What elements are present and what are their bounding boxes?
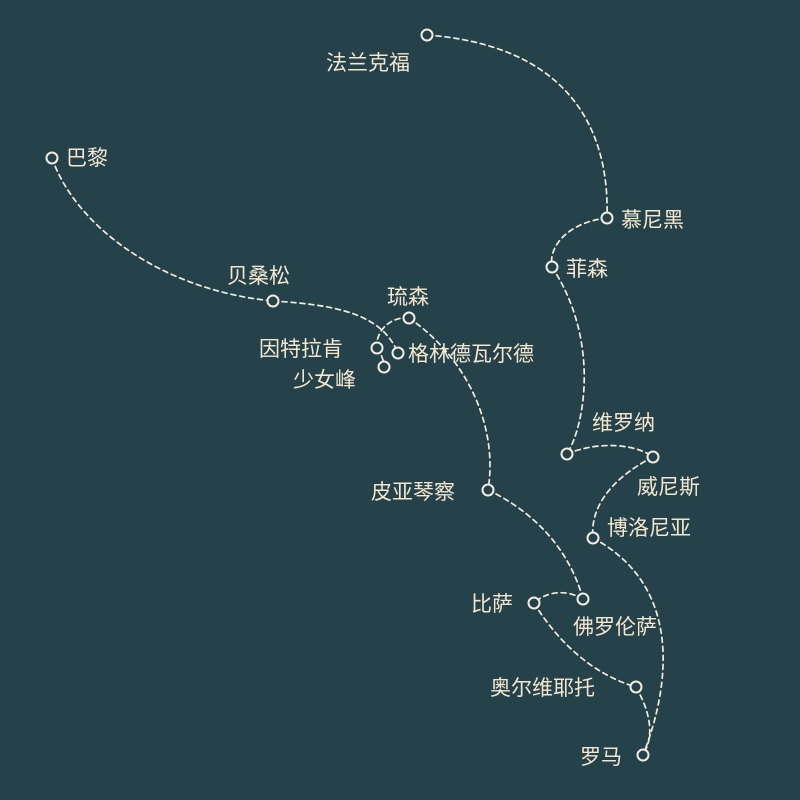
route-florence-pisa (533, 591, 584, 604)
label-rome: 罗马 (580, 745, 622, 769)
label-munich: 慕尼黑 (621, 208, 684, 232)
route-bologna-rome (592, 537, 664, 756)
route-pisa-orvieto (533, 602, 637, 688)
route-lucerne-piacenza (408, 317, 491, 491)
route-labels: 法兰克福 巴黎 慕尼黑 菲森 贝桑松 琉森 因特拉肯 格林德瓦尔德 少女峰 维罗… (66, 51, 700, 769)
route-fussen-verona (551, 266, 585, 455)
stop-marker-besancon[interactable] (266, 294, 280, 308)
label-interlaken: 因特拉肯 (259, 337, 343, 361)
stop-marker-florence[interactable] (576, 592, 590, 606)
route-frankfurt-munich (426, 34, 608, 219)
label-besancon: 贝桑松 (227, 264, 290, 288)
route-munich-fussen (550, 217, 608, 268)
stop-marker-pisa[interactable] (527, 596, 541, 610)
label-verona: 维罗纳 (592, 411, 655, 435)
label-pisa: 比萨 (471, 592, 513, 616)
label-frankfurt: 法兰克福 (326, 51, 410, 75)
route-venice-bologna (591, 456, 654, 539)
route-stops (45, 28, 660, 762)
route-verona-venice (566, 444, 654, 458)
route-paris-besancon (51, 157, 274, 302)
label-grindelwald: 格林德瓦尔德 (408, 342, 534, 366)
label-lucerne: 琉森 (387, 285, 429, 309)
label-piacenza: 皮亚琴察 (371, 480, 455, 504)
label-bologna: 博洛尼亚 (607, 516, 691, 540)
stop-marker-piacenza[interactable] (481, 483, 495, 497)
stop-marker-bologna[interactable] (586, 531, 600, 545)
label-florence: 佛罗伦萨 (573, 615, 657, 639)
stop-marker-paris[interactable] (45, 151, 59, 165)
label-jungfrau: 少女峰 (293, 368, 356, 392)
stop-marker-interlaken[interactable] (370, 341, 384, 355)
route-piacenza-florence (487, 489, 584, 600)
stop-marker-munich[interactable] (600, 211, 614, 225)
stop-marker-venice[interactable] (646, 450, 660, 464)
label-fussen: 菲森 (566, 257, 608, 281)
label-orvieto: 奥尔维耶托 (490, 676, 595, 700)
stop-marker-orvieto[interactable] (629, 680, 643, 694)
label-paris: 巴黎 (66, 146, 108, 170)
stop-marker-lucerne[interactable] (402, 311, 416, 325)
stop-marker-frankfurt[interactable] (420, 28, 434, 42)
stop-marker-grindelwald[interactable] (391, 346, 405, 360)
label-venice: 威尼斯 (637, 475, 700, 499)
route-lines (51, 34, 664, 756)
stop-marker-fussen[interactable] (545, 260, 559, 274)
route-besancon-grindelwald (272, 300, 399, 354)
stop-marker-verona[interactable] (560, 447, 574, 461)
stop-marker-jungfrau[interactable] (377, 360, 391, 374)
stop-marker-rome[interactable] (636, 748, 650, 762)
